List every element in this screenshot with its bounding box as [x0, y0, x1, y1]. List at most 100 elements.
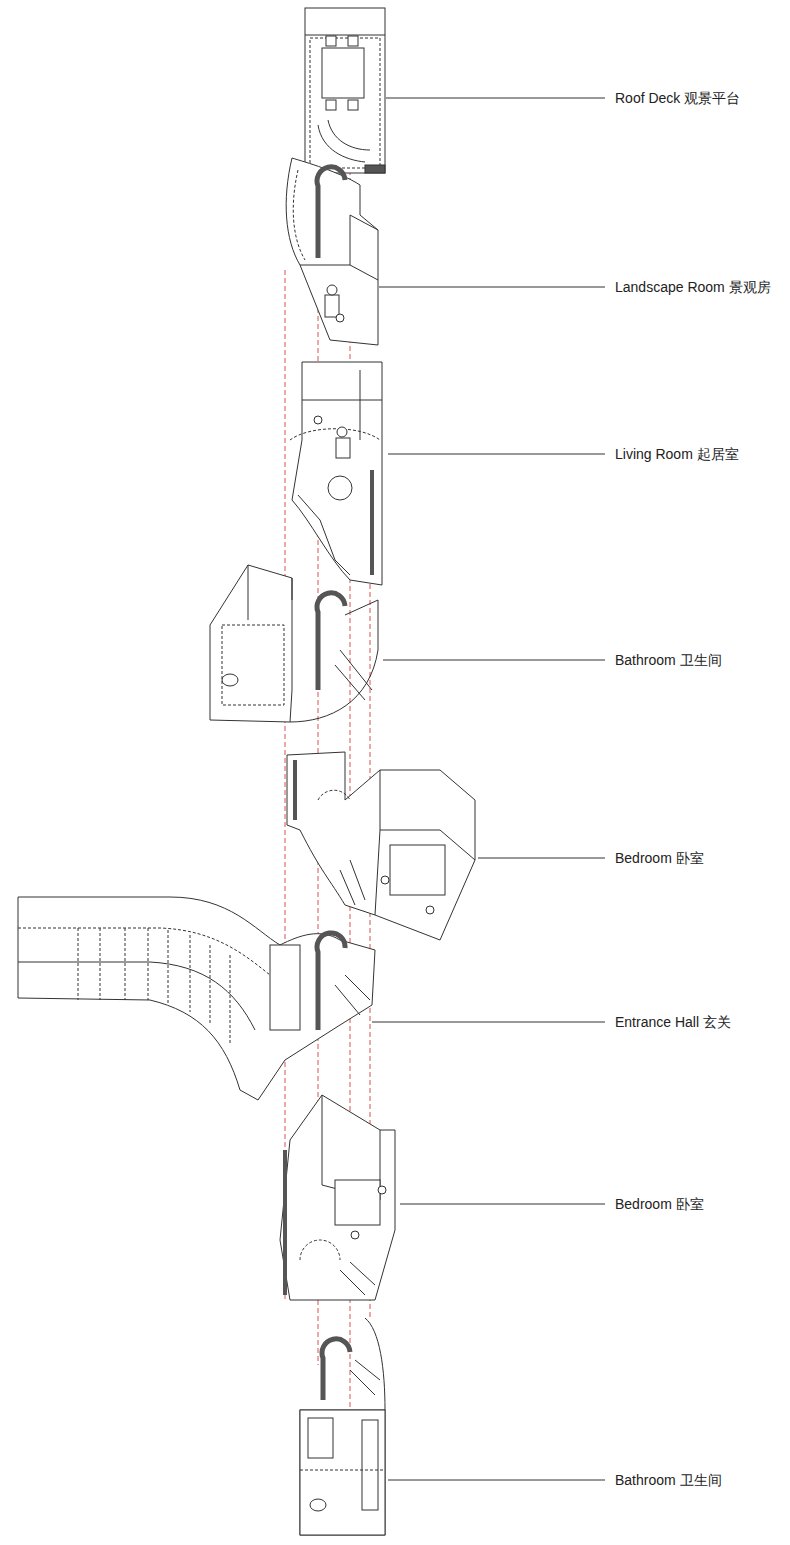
floor-label: Bathroom 卫生间 — [613, 1471, 724, 1489]
roof-deck-floor — [328, 120, 370, 150]
entrance-hall-floor — [18, 962, 255, 1030]
roof-deck-floor — [305, 35, 385, 36]
living-room-floor — [360, 370, 361, 440]
floor-label: Bedroom 卧室 — [613, 1195, 706, 1213]
living-room-floor — [336, 438, 350, 458]
leader-line — [383, 660, 605, 661]
bathroom-floor — [290, 600, 378, 722]
leader-line — [388, 1480, 605, 1481]
floor-label: Bathroom 卫生间 — [613, 651, 724, 669]
roof-deck-floor — [365, 165, 385, 173]
landscape-room-floor — [300, 265, 350, 266]
floor-label: Roof Deck 观景平台 — [613, 89, 742, 107]
leader-line — [386, 98, 605, 99]
entrance-hall-floor — [270, 945, 300, 1030]
roof-deck-floor — [310, 38, 380, 168]
bathroom-floor — [362, 1420, 378, 1510]
bedroom-floor — [300, 1240, 340, 1260]
entrance-hall-floor — [168, 930, 169, 1005]
bathroom-floor — [210, 565, 292, 722]
bedroom-floor — [426, 906, 434, 914]
bedroom-floor — [318, 790, 350, 800]
entrance-hall-floor — [190, 935, 191, 1012]
bathroom-floor — [350, 1360, 380, 1395]
entrance-hall-floor — [230, 955, 231, 1045]
roof-deck-floor — [348, 36, 358, 46]
roof-deck-floor — [322, 48, 364, 98]
leader-line — [379, 287, 605, 288]
bedroom-floor — [340, 860, 365, 905]
landscape-room-floor — [325, 295, 339, 317]
bathroom-floor — [300, 1318, 385, 1535]
entrance-hall-floor — [18, 928, 270, 1045]
landscape-room-floor — [350, 215, 378, 280]
bathroom-floor — [300, 1410, 385, 1535]
roof-deck-floor — [318, 125, 365, 162]
landscape-room-floor — [317, 167, 345, 258]
entrance-hall-floor — [18, 897, 375, 1100]
floor-label: Bedroom 卧室 — [613, 849, 706, 867]
living-room-floor — [337, 427, 347, 437]
bedroom-floor — [351, 1231, 359, 1239]
roof-deck-floor — [326, 100, 336, 110]
bedroom-floor — [375, 770, 475, 915]
bathroom-floor — [300, 1318, 385, 1535]
roof-deck-floor — [305, 8, 385, 173]
leader-line — [388, 454, 605, 455]
living-room-floor — [298, 495, 350, 575]
bedroom-floor — [280, 1095, 395, 1300]
entrance-hall-floor — [148, 928, 149, 1000]
landscape-room-floor — [286, 158, 378, 345]
roof-deck-floor — [326, 36, 336, 46]
roof-deck-floor — [348, 100, 358, 110]
entrance-hall-floor — [317, 933, 345, 1030]
bedroom-floor — [280, 1095, 395, 1300]
entrance-hall-floor — [100, 928, 101, 1000]
bedroom-floor — [287, 752, 475, 940]
leader-line — [372, 1022, 605, 1023]
leader-line — [400, 1204, 605, 1205]
entrance-hall-floor — [210, 945, 211, 1025]
bedroom-floor — [378, 1186, 386, 1194]
floor-label: Living Room 起居室 — [613, 445, 741, 463]
living-room-floor — [302, 400, 382, 401]
bathroom-floor — [300, 1470, 385, 1471]
bedroom-floor — [287, 752, 475, 940]
landscape-room-floor — [286, 158, 378, 345]
entrance-hall-floor — [335, 975, 370, 1015]
bedroom-floor — [293, 760, 297, 820]
living-room-floor — [328, 476, 352, 500]
bedroom-floor — [335, 1180, 380, 1225]
floor-label: Landscape Room 景观房 — [613, 278, 773, 296]
roof-deck-floor — [305, 8, 385, 173]
living-room-floor — [370, 470, 374, 575]
entrance-hall-floor — [125, 928, 126, 1000]
landscape-room-floor — [293, 170, 305, 260]
landscape-room-floor — [336, 314, 344, 322]
bathroom-floor — [335, 650, 372, 700]
entrance-hall-floor — [18, 928, 270, 975]
landscape-room-floor — [327, 285, 337, 295]
entrance-hall-floor — [78, 928, 79, 1000]
bathroom-floor — [322, 1339, 350, 1400]
living-room-floor — [292, 362, 382, 585]
living-room-floor — [290, 362, 382, 585]
entrance-hall-floor — [18, 897, 375, 1100]
bedroom-floor — [283, 1150, 287, 1295]
bedroom-floor — [390, 845, 445, 895]
bedroom-floor — [340, 1262, 375, 1295]
bathroom-floor — [308, 1418, 333, 1458]
bathroom-floor — [222, 625, 284, 705]
leader-line — [478, 858, 605, 859]
living-room-floor — [314, 416, 322, 424]
alignment-line — [285, 270, 286, 1300]
bathroom-floor — [310, 1499, 326, 1511]
bathroom-floor — [317, 593, 345, 690]
bathroom-floor — [210, 565, 378, 722]
bedroom-floor — [381, 876, 389, 884]
floor-label: Entrance Hall 玄关 — [613, 1013, 733, 1031]
bathroom-floor — [248, 565, 292, 620]
living-room-floor — [290, 429, 380, 440]
bathroom-floor — [222, 674, 238, 686]
